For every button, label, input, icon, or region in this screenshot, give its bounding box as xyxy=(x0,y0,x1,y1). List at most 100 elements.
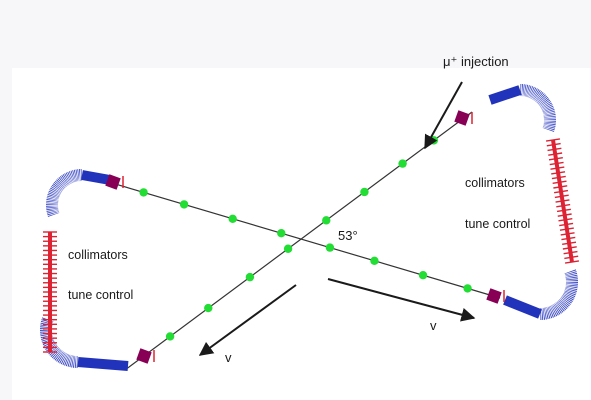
right-lower-arc-hatch xyxy=(564,279,579,281)
right-upper-arc-hatch xyxy=(530,86,538,100)
right-lower-arc-hatch xyxy=(563,288,578,293)
right-collimator-tick xyxy=(562,246,577,250)
right-lower-arc-hatch xyxy=(564,271,578,277)
straight-section-a xyxy=(94,177,501,299)
right-lower-arc-hatch xyxy=(541,306,545,321)
right-collimator-tick xyxy=(554,189,569,194)
left-upper-arc-tail xyxy=(81,170,111,185)
right-lower-arc-hatch xyxy=(560,296,573,305)
left-upper-arc-hatch xyxy=(45,207,60,210)
left-upper-arc-hatch xyxy=(45,201,60,204)
left-collimators-label: collimators xyxy=(68,248,128,262)
left-upper-arc-hatch xyxy=(51,183,64,193)
right-collimator-tick xyxy=(548,152,563,156)
left-lower-arc-hatch xyxy=(50,347,61,359)
right-upper-arc-hatch xyxy=(533,89,542,102)
right-lower-arc-hatch xyxy=(563,289,578,295)
right-upper-arc-hatch xyxy=(542,122,557,125)
left-lower-arc-hatch xyxy=(75,354,78,369)
right-upper-arc-hatch xyxy=(542,116,557,119)
kicker-magnet-2 xyxy=(454,110,470,126)
right-collimator-tick xyxy=(551,171,566,175)
quad-dot-b-6 xyxy=(360,187,369,197)
left-upper-arc-hatch xyxy=(74,168,79,183)
quad-dot-b-2 xyxy=(204,303,213,313)
right-collimator-tick xyxy=(556,203,571,208)
left-upper-arc-hatch xyxy=(47,191,61,198)
right-tune-control-label: tune control xyxy=(465,217,530,231)
right-upper-arc-hatch xyxy=(541,106,555,113)
left-upper-arc-hatch xyxy=(63,172,71,186)
left-lower-arc-hatch xyxy=(51,348,62,360)
right-upper-arc-hatch xyxy=(536,94,548,105)
kicker-magnet-1 xyxy=(105,174,121,190)
left-upper-arc-hatch xyxy=(46,194,60,200)
right-upper-arc-hatch xyxy=(540,104,554,112)
diagram-panel xyxy=(12,68,591,400)
left-collimator-section xyxy=(43,231,57,353)
left-upper-arc-hatch xyxy=(53,180,65,191)
left-upper-arc-hatch xyxy=(56,178,67,189)
left-lower-arc-hatch xyxy=(59,351,67,365)
right-collimator-tick xyxy=(546,142,561,147)
right-upper-arc-hatch xyxy=(541,127,555,134)
right-lower-arc-hatch xyxy=(563,268,577,274)
left-lower-arc-hatch xyxy=(70,354,74,369)
right-collimator-tick xyxy=(557,213,572,217)
right-upper-arc-hatch xyxy=(527,84,533,99)
right-lower-arc-hatch xyxy=(551,303,559,317)
right-upper-arc-hatch xyxy=(522,83,526,98)
right-upper-arc-hatch xyxy=(529,86,536,100)
velocity-arrow-left-icon xyxy=(198,284,297,356)
right-upper-arc-hatch xyxy=(526,84,531,99)
right-collimator-tick xyxy=(551,175,566,180)
right-lower-arc-hatch xyxy=(560,295,574,304)
right-lower-arc-hatch xyxy=(564,286,579,290)
right-lower-arc-hatch xyxy=(545,306,550,320)
quad-dot-a-2 xyxy=(179,200,189,209)
right-lower-arc-hatch xyxy=(564,275,579,279)
right-arc-bending-magnets xyxy=(488,83,580,321)
left-upper-arc-hatch xyxy=(61,173,70,186)
left-upper-arc-hatch xyxy=(64,171,72,185)
right-upper-arc-hatch xyxy=(538,98,551,108)
right-upper-arc-hatch xyxy=(542,125,556,130)
right-upper-arc-hatch xyxy=(537,95,549,106)
left-lower-arc-hatch xyxy=(53,349,63,361)
right-collimator-tick xyxy=(545,138,561,142)
right-collimator-tick xyxy=(553,185,568,189)
quad-dot-b-1 xyxy=(165,332,175,341)
angle-label: 53° xyxy=(338,228,358,243)
right-upper-arc-hatch xyxy=(528,85,535,99)
left-upper-arc-hatch xyxy=(52,182,65,192)
left-upper-arc-hatch xyxy=(66,171,73,185)
right-lower-arc-hatch xyxy=(543,306,546,321)
kicker-magnet-3 xyxy=(486,288,502,304)
quad-dot-a-7 xyxy=(418,271,428,280)
right-collimator-tick xyxy=(552,180,567,184)
right-lower-arc-hatch xyxy=(553,302,562,315)
left-upper-arc-hatch xyxy=(76,168,80,183)
right-collimator-section xyxy=(545,138,580,264)
right-collimator-tick xyxy=(561,236,576,241)
right-lower-arc-hatch xyxy=(557,298,569,310)
right-collimator-tick xyxy=(563,250,578,255)
left-upper-arc-hatch xyxy=(54,179,66,190)
quad-dot-b-3 xyxy=(245,272,255,282)
left-tune-control-label: tune control xyxy=(68,288,133,302)
left-lower-arc-hatch xyxy=(54,350,64,362)
left-upper-arc-hatch xyxy=(67,170,74,184)
right-lower-arc-hatch xyxy=(547,305,554,319)
left-upper-arc-hatch xyxy=(46,210,60,215)
left-lower-arc-hatch xyxy=(48,345,60,356)
left-upper-arc-hatch xyxy=(46,211,61,217)
right-collimator-tick xyxy=(547,147,562,152)
left-upper-arc-hatch xyxy=(58,175,68,188)
right-upper-arc-hatch xyxy=(535,93,546,104)
right-lower-arc-hatch xyxy=(562,291,576,299)
right-upper-arc-hatch xyxy=(534,91,545,103)
right-collimator-tick xyxy=(555,199,570,203)
right-upper-arc-hatch xyxy=(542,114,557,118)
left-upper-arc-hatch xyxy=(45,198,60,202)
